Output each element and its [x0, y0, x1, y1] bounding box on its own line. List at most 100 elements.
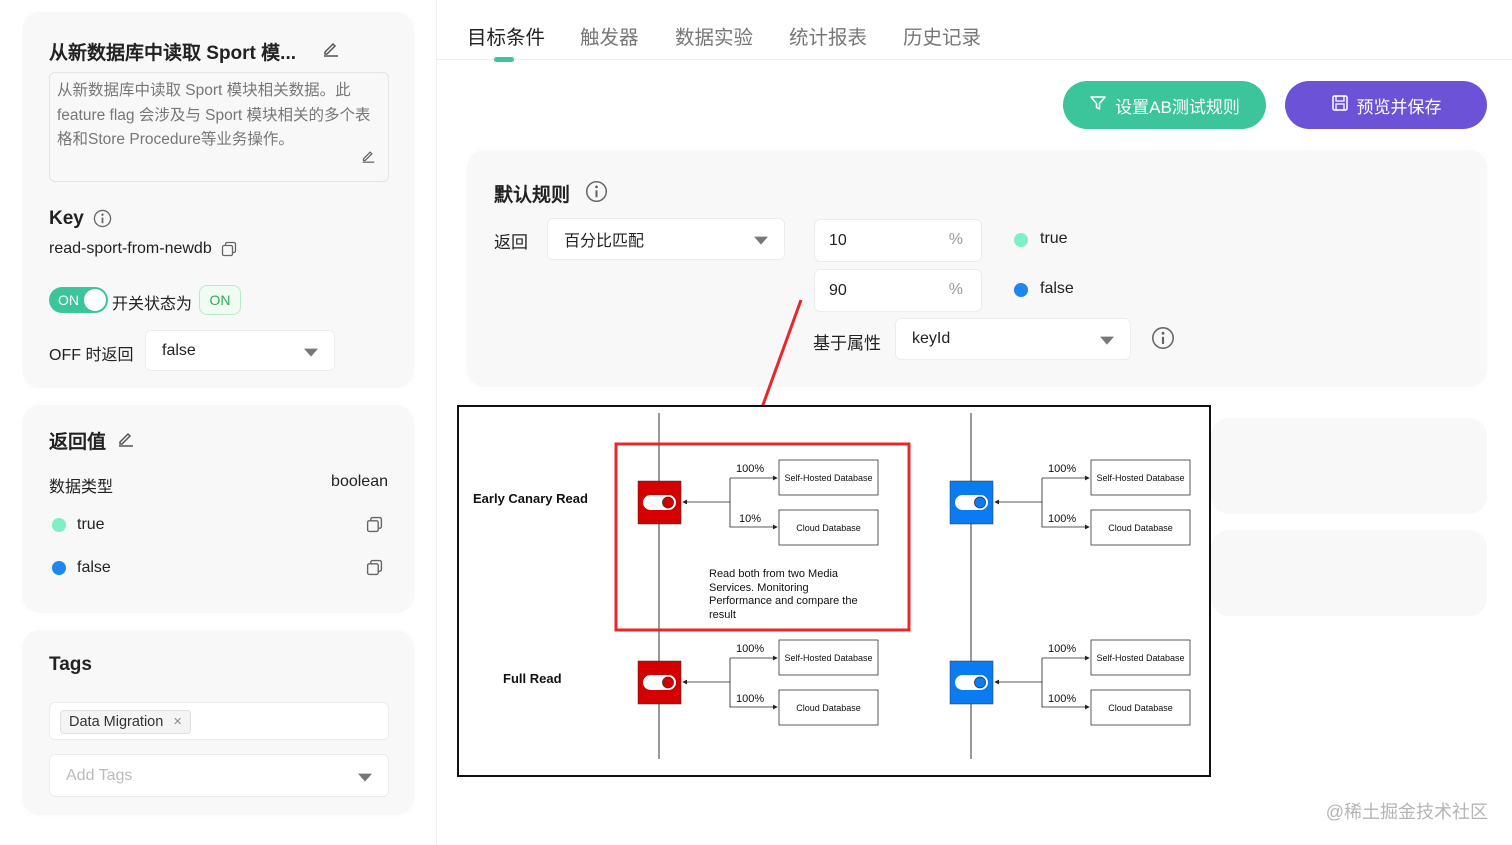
note-line: Services. Monitoring — [709, 582, 809, 594]
flag-title: 从新数据库中读取 Sport 模... — [49, 43, 297, 64]
status-label: 开关状态为 — [112, 296, 193, 313]
cloud-db-label: Cloud Database — [796, 523, 861, 533]
false-split-label: false — [1040, 280, 1074, 297]
add-tags-placeholder: Add Tags — [66, 766, 133, 784]
attribute-value: keyId — [912, 330, 951, 347]
self-hosted-db-box — [778, 459, 879, 496]
filter-icon — [1089, 94, 1107, 117]
chevron-down-icon — [1100, 336, 1114, 345]
divider — [436, 0, 437, 845]
default-rule-card: 默认规则 返回 百分比匹配 10 % true 90 % false 基于属性 … — [467, 150, 1487, 387]
percent-unit: % — [948, 231, 963, 248]
info-icon[interactable] — [1151, 326, 1175, 355]
cloud-db-box — [778, 509, 879, 546]
watermark: @稀土掘金技术社区 — [1325, 802, 1488, 822]
self-hosted-db-label: Self-Hosted Database — [1096, 653, 1184, 663]
copy-icon[interactable] — [366, 516, 383, 538]
off-return-value: false — [162, 341, 196, 359]
match-type-value: 百分比匹配 — [564, 233, 645, 250]
rule-card-placeholder — [1211, 418, 1487, 514]
cloud-percent: 100% — [1048, 513, 1076, 525]
switch-group: 100% 10% Self-Hosted Database Cloud Data… — [637, 459, 879, 546]
option-true-label: true — [77, 516, 105, 533]
tab-bar: 目标条件 触发器 数据实验 统计报表 历史记录 — [437, 0, 1512, 60]
tab-experiments[interactable]: 数据实验 — [675, 27, 754, 49]
tags-card: Tags Data Migration × Add Tags — [22, 630, 414, 815]
false-dot — [1014, 283, 1028, 297]
edit-icon[interactable] — [117, 429, 135, 452]
self-hosted-percent: 100% — [1048, 643, 1076, 655]
tab-history[interactable]: 历史记录 — [903, 27, 982, 49]
toggle-label: ON — [58, 292, 79, 308]
self-hosted-db-label: Self-Hosted Database — [1096, 473, 1184, 483]
self-hosted-db-label: Self-Hosted Database — [784, 653, 872, 663]
return-label: 返回 — [494, 233, 528, 252]
false-percent-value: 90 — [829, 282, 847, 299]
info-icon[interactable] — [93, 209, 112, 233]
self-hosted-db-box — [1090, 639, 1191, 676]
switch-group: 100% 100% Self-Hosted Database Cloud Dat… — [949, 639, 1191, 726]
chevron-down-icon — [358, 773, 372, 782]
attribute-select[interactable]: keyId — [895, 318, 1131, 360]
cloud-db-label: Cloud Database — [796, 703, 861, 713]
attribute-label: 基于属性 — [813, 334, 881, 353]
false-percent-input[interactable]: 90 % — [814, 269, 982, 312]
match-type-select[interactable]: 百分比匹配 — [547, 218, 785, 260]
tag-label: Data Migration — [69, 714, 164, 730]
chevron-down-icon — [304, 348, 318, 357]
self-hosted-percent: 100% — [736, 463, 764, 475]
note-line: Performance and compare the — [709, 595, 858, 607]
cloud-db-box — [1090, 509, 1191, 546]
data-type-label: 数据类型 — [49, 479, 114, 496]
preview-save-label: 预览并保存 — [1356, 97, 1442, 117]
ab-rule-label: 设置AB测试规则 — [1115, 97, 1240, 117]
self-hosted-db-label: Self-Hosted Database — [784, 473, 872, 483]
rule-card-placeholder — [1211, 530, 1487, 616]
status-badge: ON — [199, 285, 241, 315]
off-return-select[interactable]: false — [145, 330, 335, 371]
tab-reports[interactable]: 统计报表 — [789, 27, 868, 49]
true-dot — [1014, 233, 1028, 247]
flag-description-text: 从新数据库中读取 Sport 模块相关数据。此 feature flag 会涉及… — [57, 82, 371, 148]
switch-group: 100% 100% Self-Hosted Database Cloud Dat… — [637, 639, 879, 726]
toggle-knob — [84, 289, 106, 311]
true-percent-input[interactable]: 10 % — [814, 219, 982, 262]
self-hosted-percent: 100% — [1048, 463, 1076, 475]
tag-chip[interactable]: Data Migration × — [60, 710, 191, 734]
active-tab-indicator — [494, 57, 514, 62]
off-return-label: OFF 时返回 — [49, 347, 134, 364]
copy-icon[interactable] — [366, 559, 383, 581]
cloud-percent: 100% — [736, 693, 764, 705]
flag-description[interactable]: 从新数据库中读取 Sport 模块相关数据。此 feature flag 会涉及… — [49, 72, 389, 182]
row-label: Early Canary Read — [473, 491, 588, 506]
self-hosted-db-box — [1090, 459, 1191, 496]
edit-description-icon[interactable] — [361, 147, 376, 172]
tab-target-conditions[interactable]: 目标条件 — [467, 27, 546, 49]
key-label: Key — [49, 208, 84, 229]
flag-toggle[interactable]: ON — [49, 287, 108, 313]
default-rule-title: 默认规则 — [494, 185, 571, 206]
false-dot — [52, 561, 66, 575]
add-tags-select[interactable]: Add Tags — [49, 754, 389, 797]
highlight-box — [614, 442, 911, 632]
copy-icon[interactable] — [221, 241, 237, 262]
cloud-percent: 100% — [1048, 693, 1076, 705]
save-icon — [1331, 94, 1349, 117]
edit-icon[interactable] — [322, 39, 340, 62]
ab-rule-button[interactable]: 设置AB测试规则 — [1063, 81, 1266, 129]
info-icon[interactable] — [585, 180, 608, 208]
preview-save-button[interactable]: 预览并保存 — [1285, 81, 1487, 129]
cloud-db-box — [1090, 689, 1191, 726]
self-hosted-db-box — [778, 639, 879, 676]
note-line: result — [709, 609, 736, 621]
row-label: Full Read — [503, 671, 562, 686]
chevron-down-icon — [754, 236, 768, 245]
tags-title: Tags — [49, 654, 92, 675]
switch-group: 100% 100% Self-Hosted Database Cloud Dat… — [949, 459, 1191, 546]
self-hosted-percent: 100% — [736, 643, 764, 655]
tags-list: Data Migration × — [49, 702, 389, 740]
cloud-db-label: Cloud Database — [1108, 523, 1173, 533]
close-icon[interactable]: × — [173, 714, 182, 730]
tab-triggers[interactable]: 触发器 — [580, 27, 639, 49]
flag-info-card: 从新数据库中读取 Sport 模... 从新数据库中读取 Sport 模块相关数… — [22, 12, 414, 388]
